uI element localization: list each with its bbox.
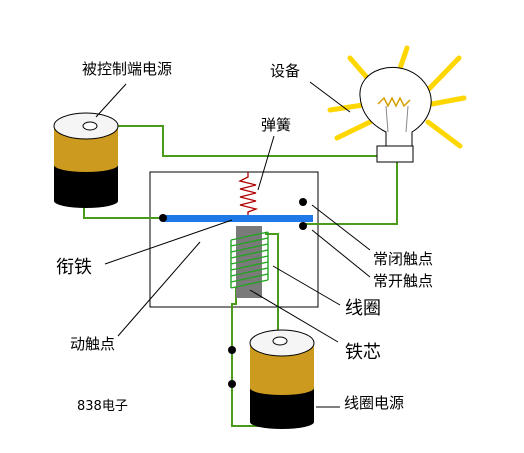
spring xyxy=(238,172,259,218)
watermark: 838电子 xyxy=(77,399,128,414)
label-no-contact: 常开触点 xyxy=(373,272,434,290)
wire-coil-right xyxy=(265,233,279,338)
coil-wire-dot-1 xyxy=(228,346,236,354)
coil xyxy=(230,231,269,289)
label-coil: 线圈 xyxy=(345,298,381,319)
wire-battery-to-bulb xyxy=(118,125,385,157)
nc-contact-dot xyxy=(299,198,307,206)
label-spring: 弹簧 xyxy=(261,116,292,134)
no-contact-dot xyxy=(299,222,307,230)
wire-coil-left xyxy=(231,287,283,427)
label-device: 设备 xyxy=(270,62,301,80)
coil-wire-dot-2 xyxy=(228,380,236,388)
label-iron-core: 铁芯 xyxy=(345,342,381,363)
label-coil-power: 线圈电源 xyxy=(344,394,405,412)
device-light-bulb-icon xyxy=(327,45,467,163)
wire-bulb-to-no-contact xyxy=(303,162,398,225)
armature-pivot-dot xyxy=(159,214,167,222)
label-controlled-power: 被控制端电源 xyxy=(82,60,173,78)
armature xyxy=(163,215,313,222)
label-nc-contact: 常闭触点 xyxy=(373,250,434,268)
leader-lines xyxy=(95,81,371,408)
coil-power-battery-icon xyxy=(249,329,315,429)
label-armature: 衔铁 xyxy=(56,257,92,278)
controlled-power-battery-icon xyxy=(53,112,119,208)
label-moving-contact: 动触点 xyxy=(70,335,116,353)
